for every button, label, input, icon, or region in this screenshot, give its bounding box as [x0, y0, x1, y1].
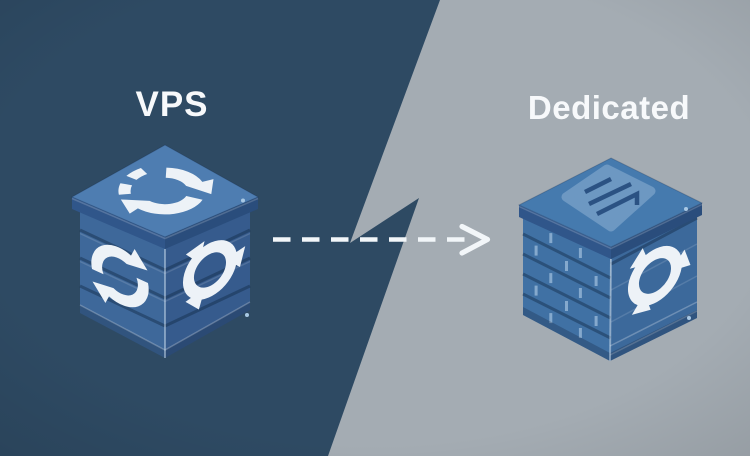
vps-cube-lid-rim — [72, 197, 165, 249]
dedicated-bottom-rim — [610, 310, 697, 361]
dedicated-right-face-grooves — [609, 216, 698, 356]
dedicated-title: Dedicated — [527, 89, 691, 126]
server-vents-icon — [561, 164, 656, 232]
vps-title: VPS — [135, 85, 209, 124]
arrowhead — [459, 223, 491, 256]
dedicated-bottom-rim — [523, 307, 610, 361]
vps-cube-bottom-rim — [165, 302, 250, 358]
vps-cube-left-face — [80, 206, 165, 358]
vps-cube-lid-rim — [165, 197, 258, 249]
dedicated-vent-ticks — [534, 233, 598, 338]
vps-cube-bottom-rim — [80, 305, 165, 358]
dedicated-rack-grooves — [522, 232, 612, 340]
dedicated-lid-rim — [611, 203, 702, 259]
dedicated-lid-rim — [519, 205, 611, 259]
dashed-arrow-right-icon — [273, 223, 491, 256]
dedicated-left-face — [523, 214, 611, 361]
dedicated-server-tower-icon — [517, 157, 704, 362]
vps-cube-recycle-arrows-icon — [70, 144, 260, 358]
recycle-cycle-icon — [118, 166, 214, 215]
